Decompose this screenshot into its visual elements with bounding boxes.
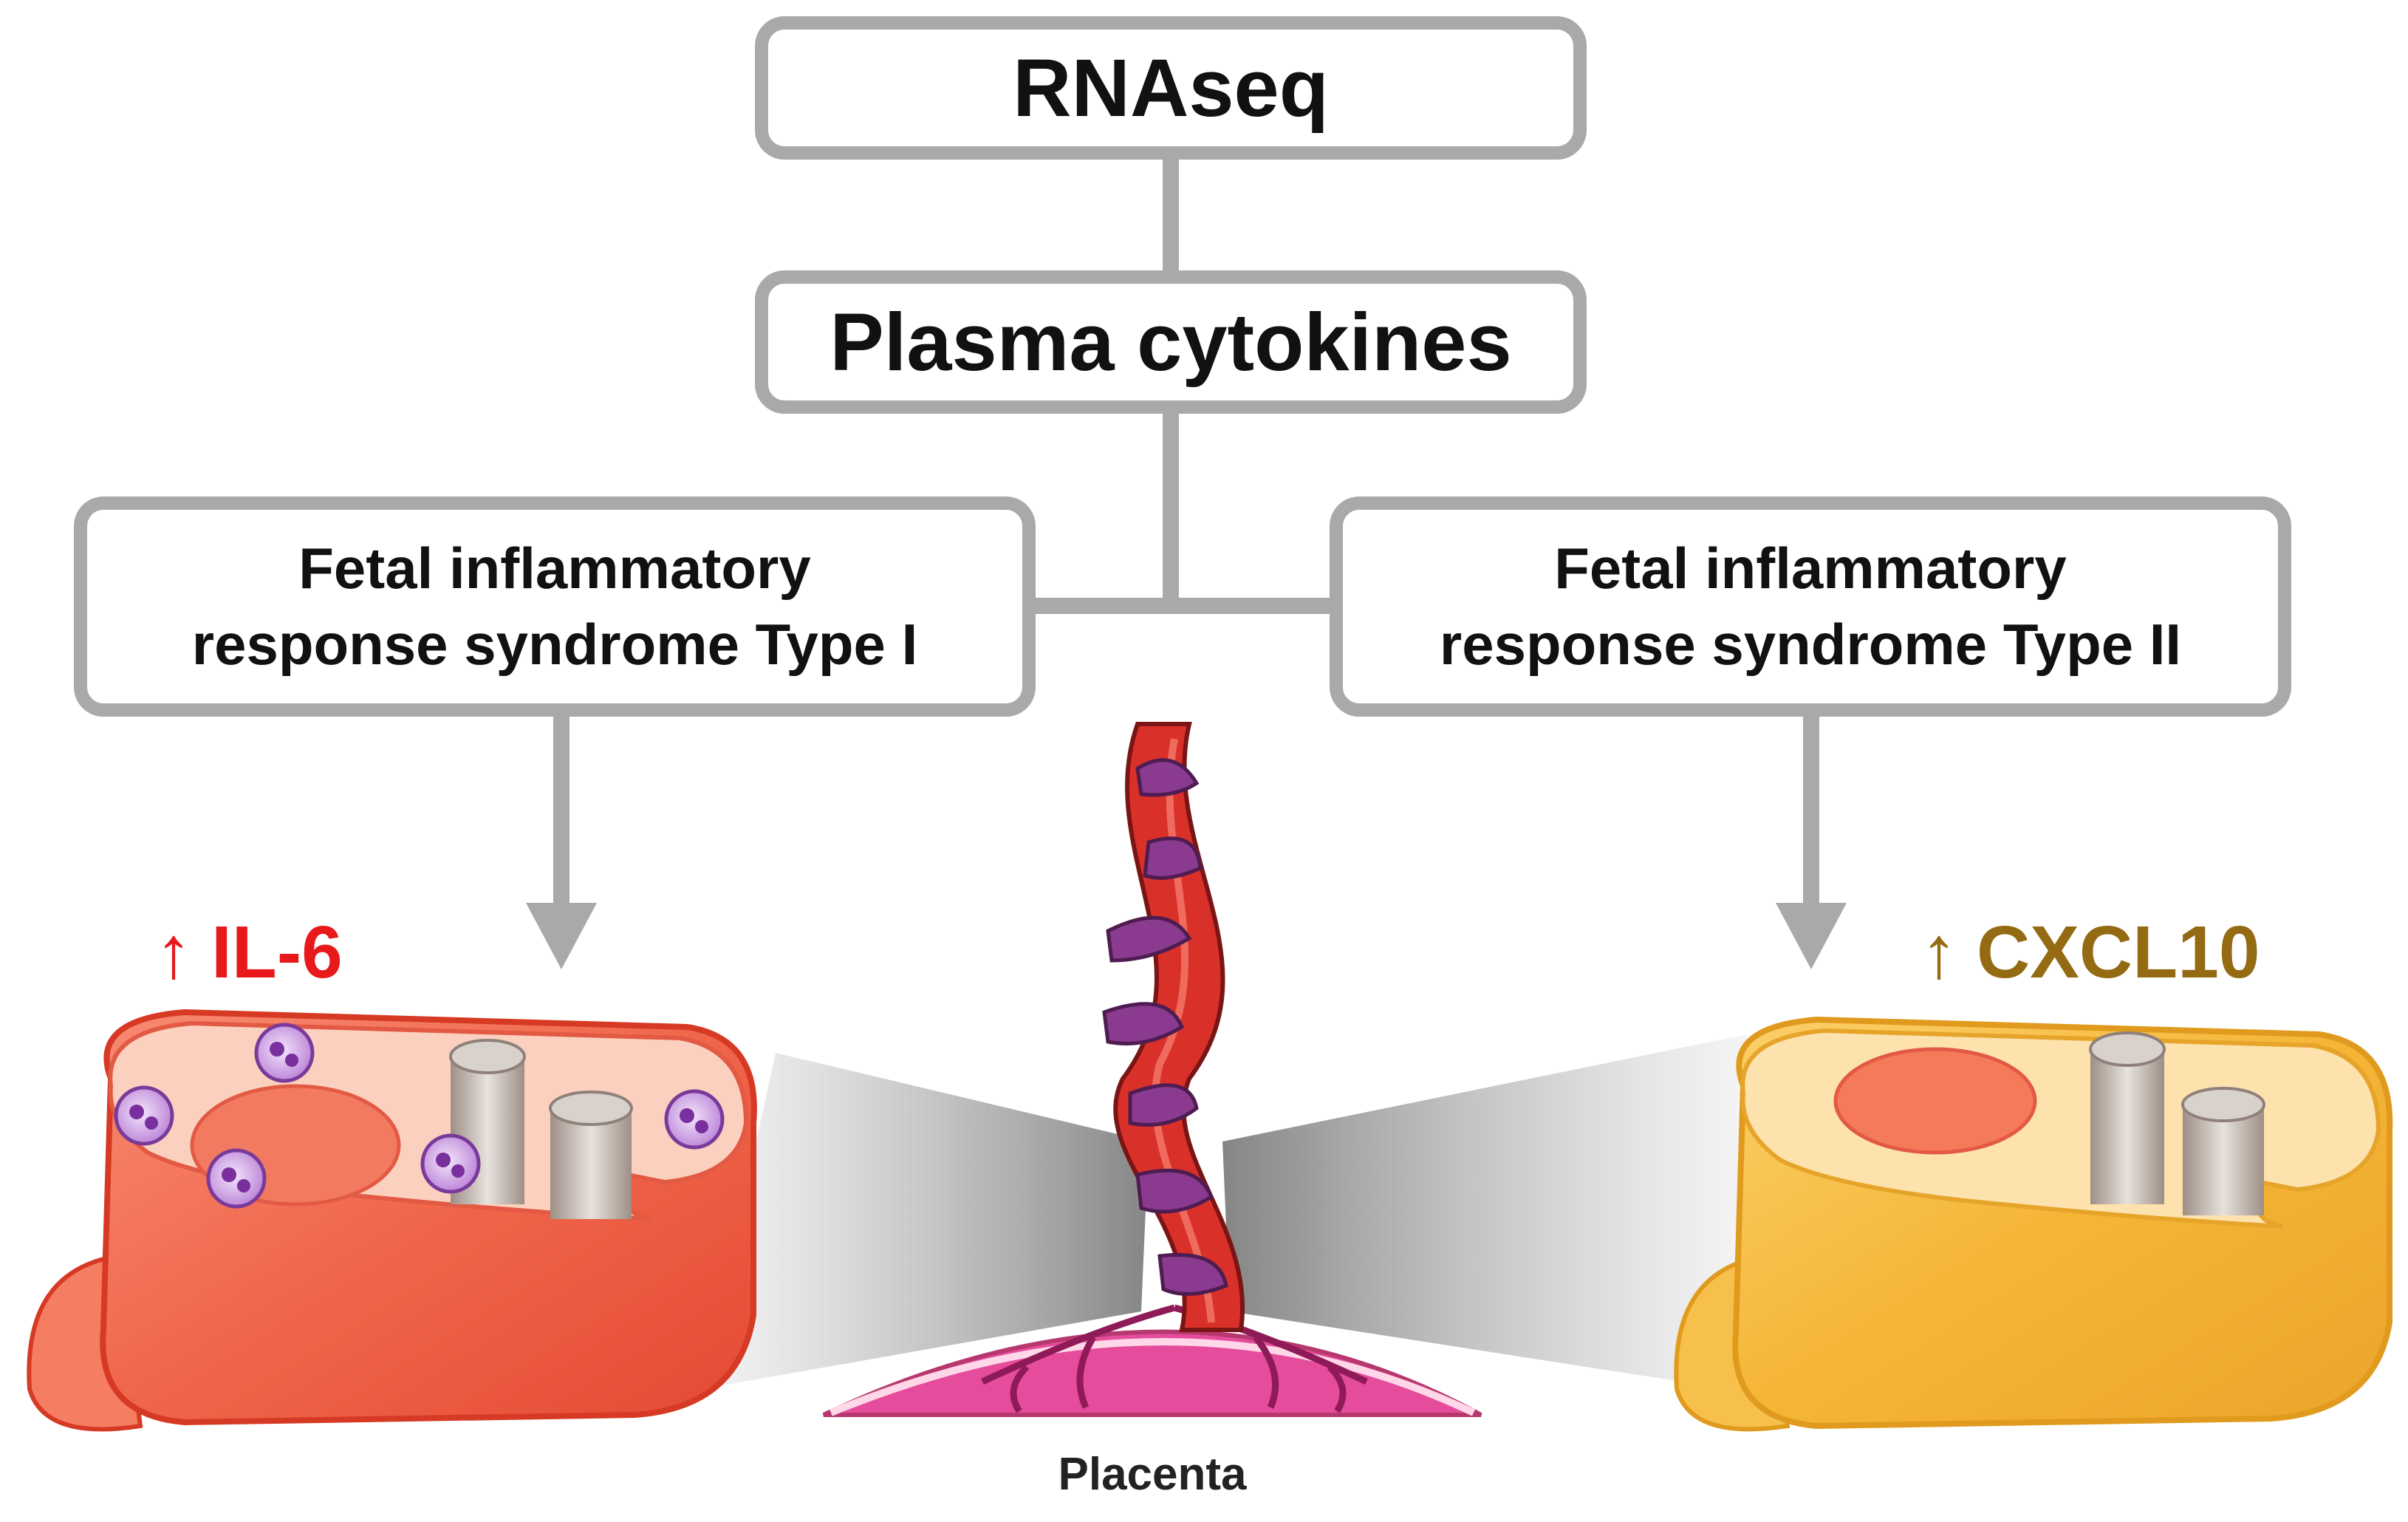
fir-type1-line2: response syndrome Type I [191,612,918,677]
il6-label: IL-6 [211,911,343,994]
arrow-head-type2 [1776,903,1847,969]
fir-type2-box: Fetal inflammatory response syndrome Typ… [1330,496,2291,717]
plasma-cytokines-box: Plasma cytokines [755,270,1587,414]
fir-type1-line1: Fetal inflammatory [298,536,811,601]
umbilical-cord-illustration [1102,722,1245,1332]
up-arrow-icon: ↑ [1920,911,1957,994]
tissue-type2-illustration [1674,1016,2393,1432]
tissue-type1-illustration [27,1009,757,1432]
placenta-label: Placenta [1058,1449,1247,1500]
fir-type2-line2: response syndrome Type II [1439,612,2182,677]
il6-marker: ↑IL-6 [155,910,343,995]
cxcl10-label: CXCL10 [1977,911,2260,994]
zoom-cone-right [1222,1034,1747,1389]
fir-type2-line1: Fetal inflammatory [1554,536,2067,601]
connector-lines [553,160,1819,903]
fir-type1-box: Fetal inflammatory response syndrome Typ… [74,496,1036,717]
cxcl10-marker: ↑CXCL10 [1920,910,2260,995]
rnaseq-label: RNAseq [1013,42,1329,134]
rnaseq-box: RNAseq [755,16,1587,160]
up-arrow-icon: ↑ [155,911,192,994]
zoom-cone-left [702,1053,1149,1389]
plasma-cytokines-label: Plasma cytokines [830,296,1512,388]
arrow-head-type1 [526,903,597,969]
